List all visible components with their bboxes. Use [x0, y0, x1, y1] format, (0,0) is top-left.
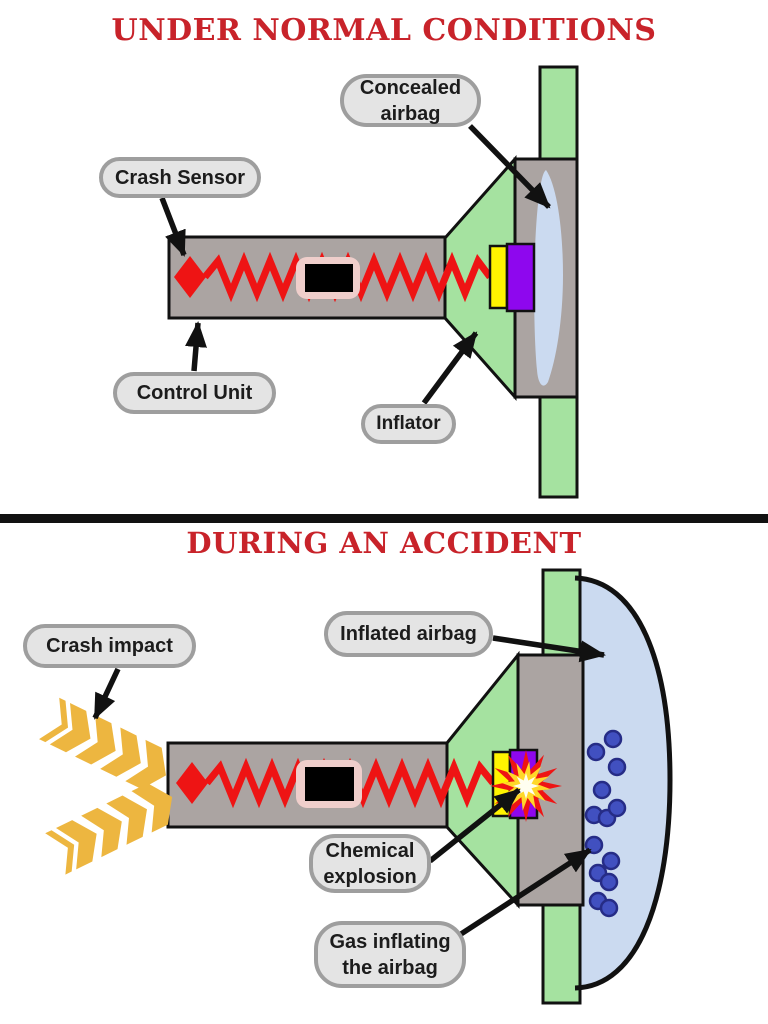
title-during-accident: DURING AN ACCIDENT [186, 526, 582, 560]
label-crash-impact: Crash impact [23, 624, 196, 668]
crash-impact-chevrons-lower [45, 783, 173, 875]
arrow-gas-inflating [459, 847, 592, 937]
crash-sensor-icon [174, 256, 206, 298]
panel-during-accident [39, 568, 673, 1005]
crash-sensor-icon-2 [176, 762, 208, 804]
label-concealed-airbag: Concealed airbag [340, 74, 481, 127]
ecu-chip-2 [305, 767, 354, 801]
label-chemical-explosion: Chemical explosion [309, 834, 431, 893]
ecu-chip [305, 264, 353, 292]
arrow-control-unit [185, 321, 207, 372]
title-normal-conditions: UNDER NORMAL CONDITIONS [111, 13, 657, 48]
label-inflator: Inflator [361, 404, 456, 444]
section-divider [0, 514, 768, 523]
panel-normal-conditions [159, 65, 579, 499]
label-inflated-airbag: Inflated airbag [324, 611, 493, 657]
arrow-inflated-airbag [492, 635, 606, 663]
propellant-purple [505, 242, 536, 313]
igniter-yellow [488, 244, 509, 310]
label-crash-sensor: Crash Sensor [99, 157, 261, 198]
arrow-chemical-explosion [428, 787, 521, 864]
label-gas-inflating: Gas inflating the airbag [314, 921, 466, 988]
inflated-airbag-shape [575, 578, 670, 988]
arrow-inflator [421, 331, 479, 405]
arrow-concealed-airbag [468, 124, 551, 209]
label-control-unit: Control Unit [113, 372, 276, 414]
arrow-crash-impact [92, 667, 121, 720]
arrow-crash-sensor [159, 197, 187, 257]
inflated-airbag-outline [574, 575, 673, 991]
concealed-airbag-shape [534, 170, 563, 386]
crash-impact-chevrons-upper [39, 697, 166, 790]
